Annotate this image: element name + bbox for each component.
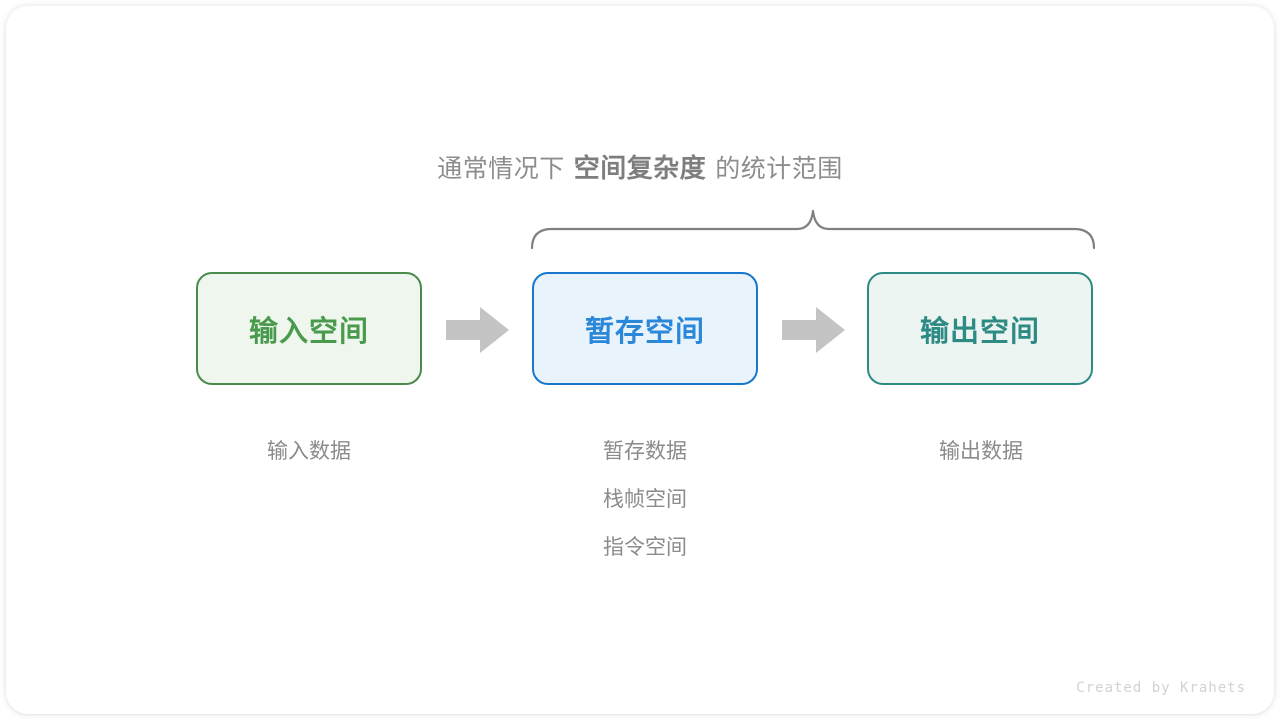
title-suffix: 的统计范围 <box>715 155 843 183</box>
caption-output: 输出数据 <box>851 428 1111 476</box>
caption-line: 输入数据 <box>267 440 351 463</box>
box-input-space-label: 输入空间 <box>248 315 369 348</box>
arrow-right-icon <box>782 307 845 353</box>
arrow-right-icon <box>446 307 509 353</box>
box-output-space-label: 输出空间 <box>919 315 1040 348</box>
title-prefix: 通常情况下 <box>437 155 565 183</box>
caption-temp: 暂存数据 栈帧空间 指令空间 <box>515 428 775 572</box>
diagram-canvas: 通常情况下空间复杂度的统计范围 输入空间 暂存空间 输出空间 输入数据 暂存数据… <box>6 6 1274 714</box>
caption-line: 栈帧空间 <box>603 488 687 511</box>
caption-line: 暂存数据 <box>603 440 687 463</box>
title-emphasis: 空间复杂度 <box>573 153 707 183</box>
caption-line: 输出数据 <box>939 440 1023 463</box>
footer-credit: Created by Krahets <box>1076 680 1246 696</box>
box-input-space[interactable]: 输入空间 <box>196 272 422 385</box>
box-output-space[interactable]: 输出空间 <box>867 272 1093 385</box>
caption-line: 指令空间 <box>603 536 687 559</box>
caption-input: 输入数据 <box>179 428 439 476</box>
page-title: 通常情况下空间复杂度的统计范围 <box>6 148 1274 185</box>
scope-brace-icon <box>530 209 1096 250</box>
box-temp-space[interactable]: 暂存空间 <box>532 272 758 385</box>
box-temp-space-label: 暂存空间 <box>584 315 705 348</box>
